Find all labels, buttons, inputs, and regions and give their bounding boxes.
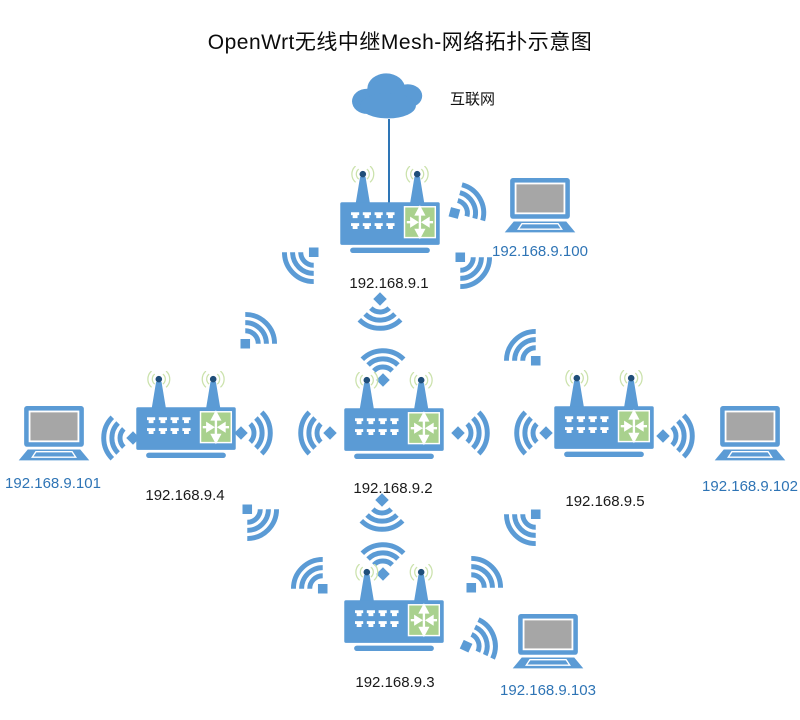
router-3-label: 192.168.9.3 [355, 674, 435, 691]
router-4-icon [136, 371, 236, 458]
wifi-icon-r3-to-laptop103 [448, 605, 517, 674]
laptop-101-icon [16, 406, 92, 464]
router-2-icon [344, 372, 444, 459]
internet-cloud-icon [343, 68, 433, 122]
router-5-icon [554, 370, 654, 457]
diagram-title: OpenWrt无线中继Mesh-网络拓扑示意图 [207, 31, 593, 54]
router-2-label: 192.168.9.2 [353, 480, 433, 497]
router-3-icon [344, 564, 444, 651]
wifi-icon-r1-to-laptop100 [433, 167, 507, 241]
wifi-icon-r4-to-r2 [232, 406, 286, 460]
router-1-label: 192.168.9.1 [349, 275, 429, 292]
router-1-icon [340, 166, 440, 253]
laptop-100-label: 192.168.9.100 [492, 243, 588, 260]
laptop-101-label: 192.168.9.101 [5, 475, 101, 492]
wifi-icon-r4-to-r1 [220, 293, 296, 369]
laptop-102-label: 192.168.9.102 [702, 478, 798, 495]
wifi-icon-r4-to-laptop101 [88, 411, 142, 465]
wifi-icon-r5-to-r2 [501, 406, 555, 460]
wifi-icon-r5-to-r1 [485, 310, 561, 386]
internet-link-line [388, 119, 390, 211]
router-5-label: 192.168.9.5 [565, 493, 645, 510]
laptop-103-icon [510, 614, 586, 672]
wifi-icon-r2-to-r5 [449, 406, 503, 460]
internet-label: 互联网 [450, 91, 496, 108]
wifi-icon-r4-to-r3 [222, 484, 298, 560]
wifi-icon-r1-to-r4 [263, 227, 339, 303]
laptop-102-icon [712, 406, 788, 464]
laptop-103-label: 192.168.9.103 [500, 682, 596, 699]
router-4-label: 192.168.9.4 [145, 487, 225, 504]
wifi-icon-r2-to-r4 [285, 406, 339, 460]
laptop-100-icon [502, 178, 578, 236]
wifi-icon-r5-to-laptop102 [654, 409, 708, 463]
wifi-icon-r3-to-r4 [272, 538, 348, 614]
